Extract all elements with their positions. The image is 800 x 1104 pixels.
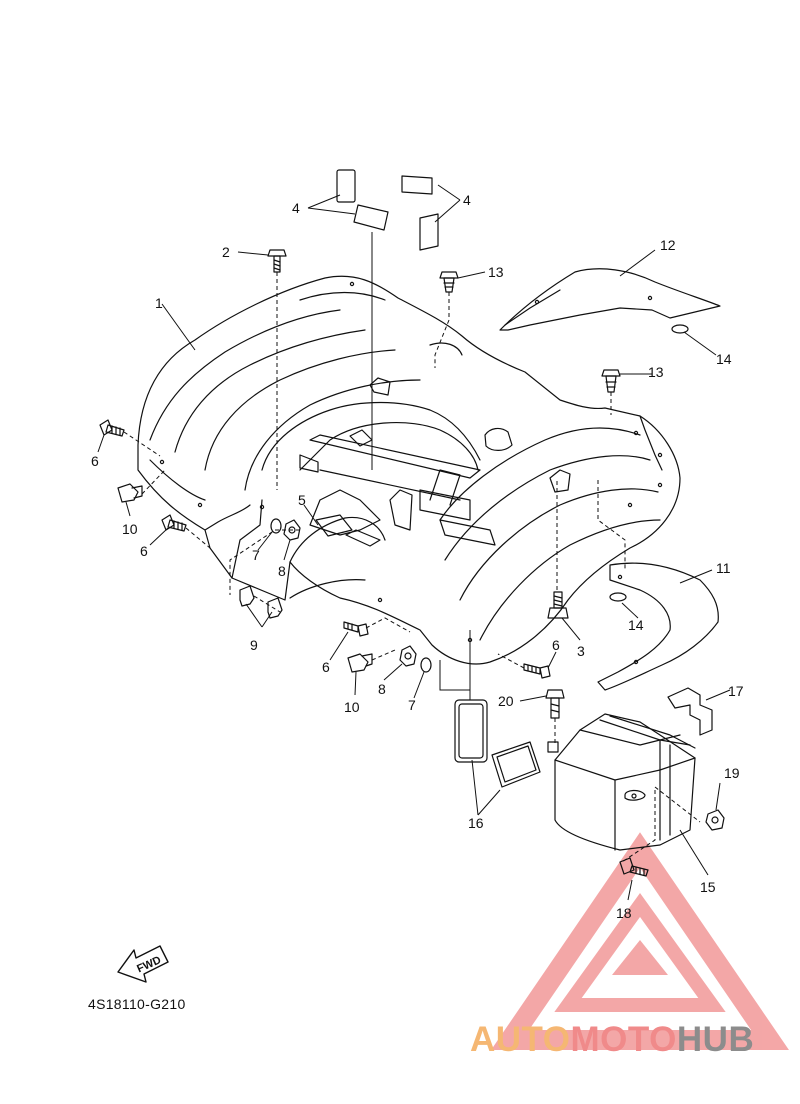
callout-5: 5 [298, 492, 306, 508]
clip-part-9 [239, 585, 283, 619]
fastener-part-10-b [347, 653, 373, 673]
bolt-part-6-c [343, 621, 369, 637]
mud-flap-part-11 [597, 562, 719, 691]
callout-1: 1 [155, 295, 163, 311]
bolt-part-6-a [99, 419, 125, 437]
callout-6-c: 6 [322, 659, 330, 675]
rear-fender-part-1 [137, 275, 681, 665]
leader-lines [97, 184, 731, 901]
mud-flap-part-12 [499, 268, 721, 331]
callout-10-a: 10 [122, 521, 138, 537]
washer-part-14-upper [671, 324, 689, 334]
callout-11: 11 [716, 560, 731, 576]
callout-8-a: 8 [278, 563, 286, 579]
callout-7-a: 7 [252, 547, 260, 563]
brand-moto: MOTO [570, 1020, 677, 1059]
battery-box-part-15 [554, 713, 696, 851]
washer-part-7-b [420, 657, 432, 673]
nut-part-8-b [399, 645, 417, 667]
callout-9: 9 [250, 637, 258, 653]
callout-8-b: 8 [378, 681, 386, 697]
callout-6-d: 6 [552, 637, 560, 653]
rivet-part-13-upper [439, 271, 459, 293]
nut-part-19 [705, 809, 725, 831]
watermark-brand-text: AUTOMOTOHUB [470, 1020, 795, 1060]
callout-7-b: 7 [408, 697, 416, 713]
assembly-lines [123, 232, 701, 863]
callout-20: 20 [498, 693, 514, 709]
bolt-part-6-b [161, 514, 187, 532]
rivet-part-13-lower [601, 369, 621, 393]
callout-15: 15 [700, 879, 716, 895]
callout-labels: 1 2 3 4 4 5 6 6 6 6 7 7 8 8 9 10 10 11 1… [91, 192, 744, 921]
callout-14-a: 14 [716, 351, 732, 367]
forward-arrow-icon: FWD [117, 945, 169, 983]
brand-auto: AUTO [470, 1020, 571, 1059]
diagram-part-code: 4S18110-G210 [88, 996, 186, 1012]
bolt-part-3 [547, 591, 569, 619]
callout-16: 16 [468, 815, 484, 831]
callout-12: 12 [660, 237, 676, 253]
fastener-part-10-a [117, 483, 143, 503]
callout-4-left: 4 [292, 200, 300, 216]
callout-4-right: 4 [463, 192, 471, 208]
bolt-part-6-d [523, 663, 551, 679]
callout-3: 3 [577, 643, 585, 659]
pad-part-4 [336, 169, 439, 251]
callout-6-a: 6 [91, 453, 99, 469]
brand-hub: HUB [676, 1020, 755, 1059]
callout-17: 17 [728, 683, 744, 699]
bolt-part-20-collar [547, 741, 559, 753]
callout-18: 18 [616, 905, 632, 921]
bolt-part-2 [267, 249, 287, 273]
callout-13-b: 13 [648, 364, 664, 380]
bolt-part-20 [545, 689, 565, 719]
bracket-part-17 [667, 687, 713, 736]
callout-2: 2 [222, 244, 230, 260]
plate-part-5 [315, 514, 353, 537]
callout-10-b: 10 [344, 699, 360, 715]
pad-part-16 [454, 699, 541, 788]
callout-6-b: 6 [140, 543, 148, 559]
callout-19: 19 [724, 765, 740, 781]
washer-part-14-lower [609, 592, 627, 602]
watermark-logo-triangle [491, 832, 789, 1050]
washer-part-7-a [270, 518, 282, 534]
callout-14-b: 14 [628, 617, 644, 633]
callout-13-a: 13 [488, 264, 504, 280]
